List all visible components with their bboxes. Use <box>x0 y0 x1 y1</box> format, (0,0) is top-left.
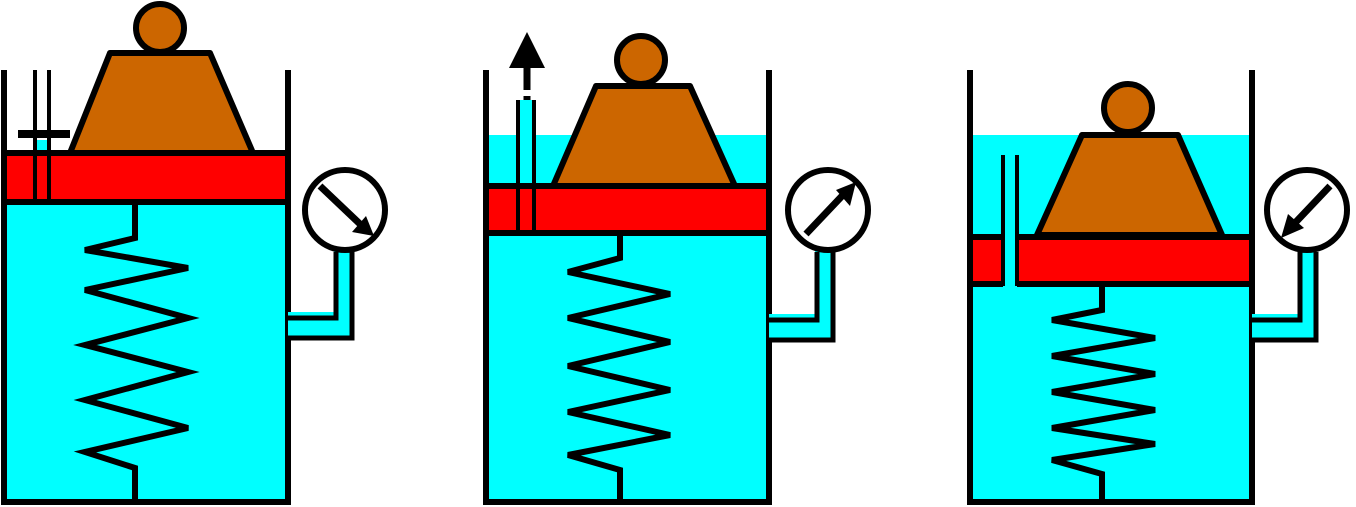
panel-3 <box>967 70 1350 505</box>
arrow-up-icon <box>509 32 545 100</box>
pressure-gauge-icon <box>1264 167 1350 253</box>
piston <box>483 183 772 236</box>
weight-knob <box>133 1 187 55</box>
panel-2 <box>483 32 871 505</box>
gauge-pipe <box>288 250 352 340</box>
pressure-gauge-icon <box>785 167 871 253</box>
piston <box>1 150 291 205</box>
gauge-pipe-outline <box>288 252 355 341</box>
gauge-pipe-outline <box>769 252 836 343</box>
spring-icon <box>567 233 671 502</box>
gauge-pipe-outline <box>1252 252 1303 323</box>
weight-icon <box>550 83 738 189</box>
vent-cap <box>18 130 70 138</box>
gauge-pipe-outline <box>288 252 339 321</box>
gauge-pipe-outline <box>1252 252 1319 343</box>
container-wall <box>1 70 291 505</box>
weight-knob <box>614 33 668 87</box>
gauge-pipe-outline <box>769 252 820 323</box>
weight-knob <box>1101 81 1155 135</box>
spring-icon <box>1051 284 1156 502</box>
vent-tube-fluid <box>1003 155 1017 291</box>
container-wall <box>967 70 1255 505</box>
spring-icon <box>73 202 200 502</box>
fluid-body <box>4 202 288 502</box>
panel-1 <box>1 1 388 505</box>
pressure-gauge-icon <box>302 167 388 253</box>
gauge-pipe <box>1252 250 1316 340</box>
gauge-pipe <box>769 250 833 340</box>
container-wall <box>483 70 772 505</box>
weight-icon <box>67 50 256 156</box>
